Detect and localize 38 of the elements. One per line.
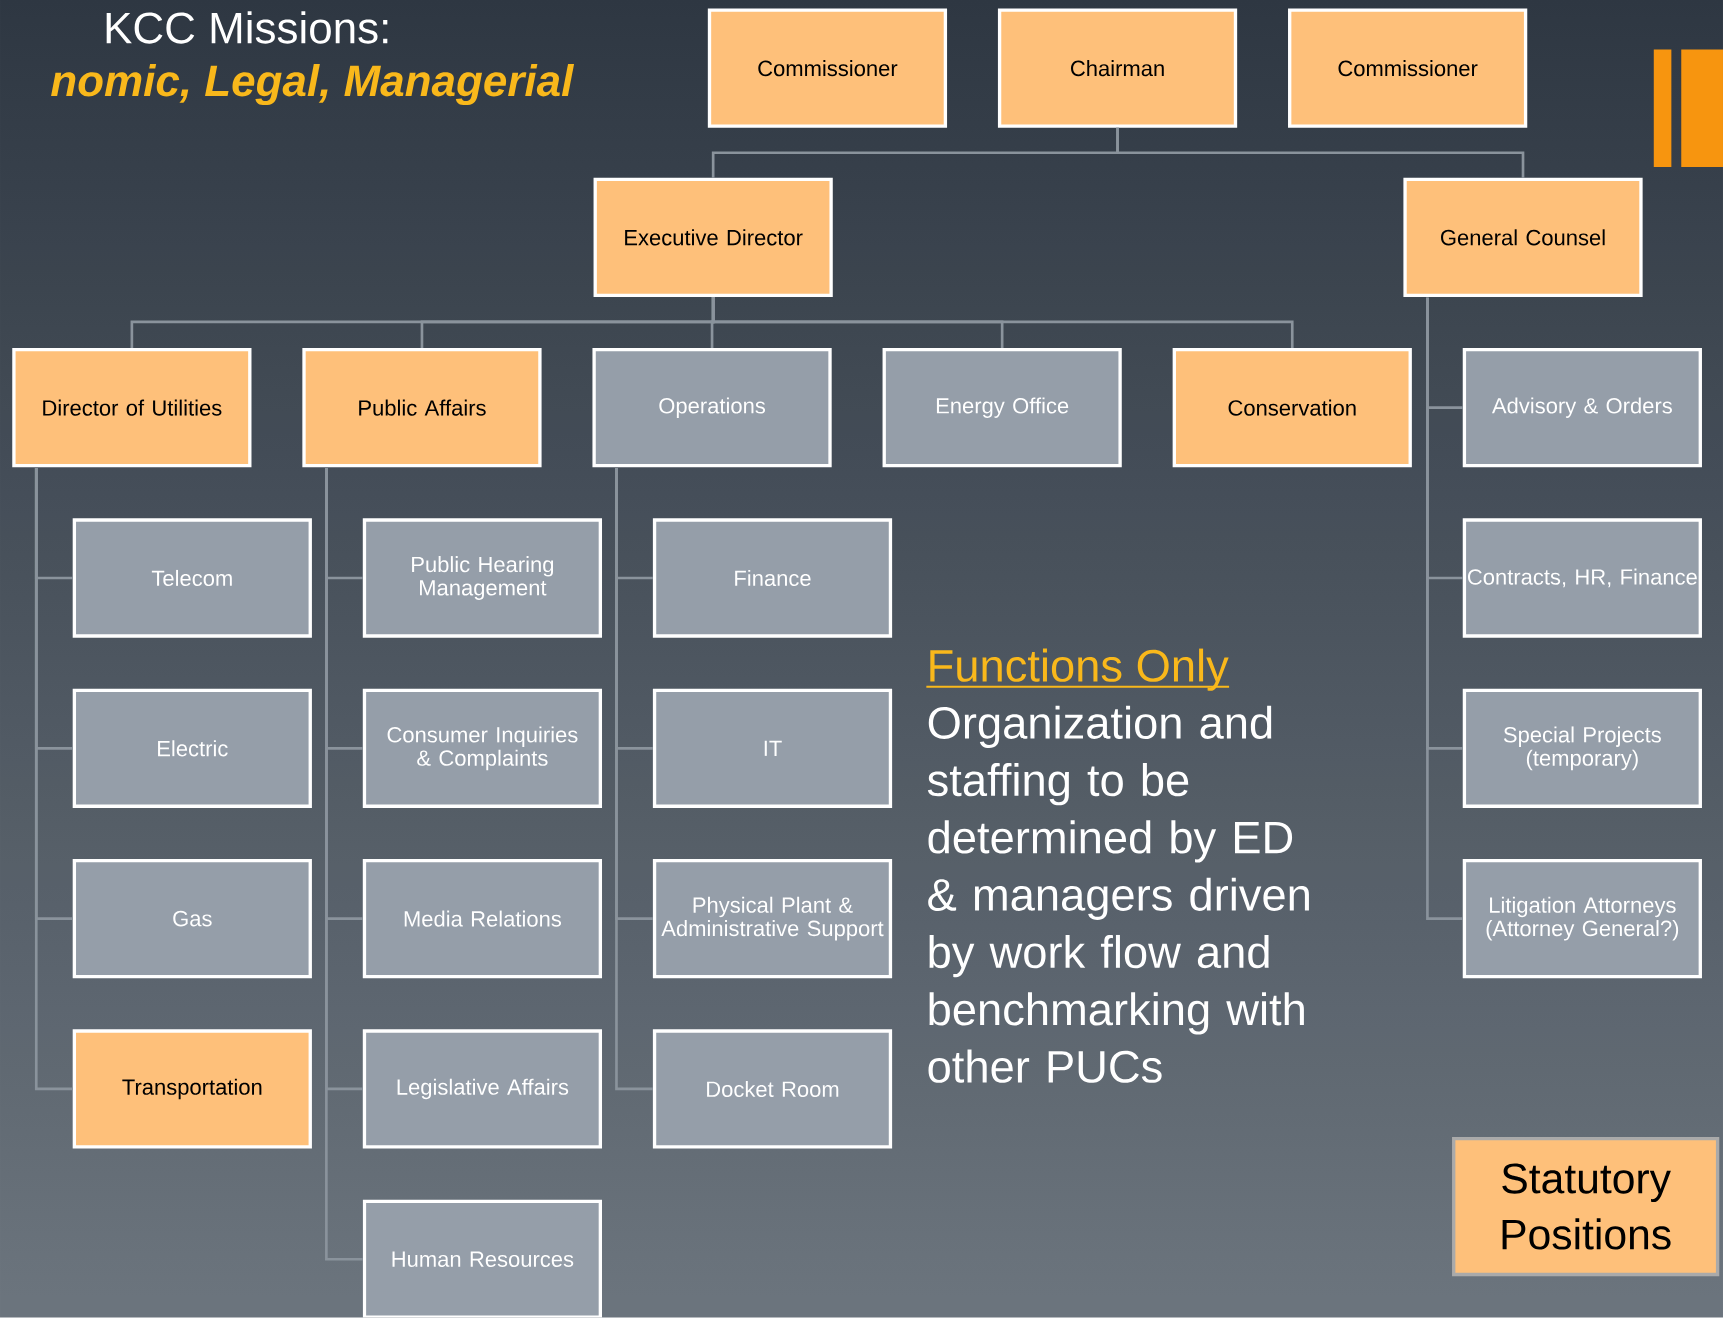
- org-box: Finance: [652, 518, 893, 638]
- org-box: Gas: [72, 859, 312, 979]
- org-box: Consumer Inquiries & Complaints: [362, 688, 603, 809]
- legend-box: Statutory Positions: [1452, 1137, 1720, 1277]
- org-box: Public Hearing Management: [362, 518, 603, 638]
- note-text: Organization and staffing to be determined by ED & managers driven by work flow and benchmarking with other PUCs: [927, 705, 1309, 1084]
- org-box: Media Relations: [362, 859, 603, 979]
- org-box: Energy Office: [882, 348, 1122, 468]
- connector-line: [1426, 298, 1463, 921]
- org-box: Director of Utilities: [12, 348, 252, 468]
- org-box: Commissioner: [1288, 8, 1528, 128]
- org-box: Advisory & Orders: [1462, 348, 1702, 468]
- org-box: General Counsel: [1403, 177, 1643, 298]
- org-box: Special Projects (temporary): [1462, 688, 1702, 809]
- org-box: Conservation: [1172, 348, 1412, 468]
- org-box: Docket Room: [652, 1029, 893, 1149]
- org-box: Operations: [592, 348, 832, 468]
- subtitle: nomic, Legal, Managerial: [51, 64, 575, 106]
- connector-line: [34, 468, 73, 1091]
- connector-line: [1116, 128, 1525, 178]
- org-box: Human Resources: [362, 1199, 603, 1318]
- connector-line: [711, 297, 1294, 349]
- title: KCC Missions:: [106, 11, 388, 44]
- org-box: Contracts, HR, Finance: [1462, 518, 1702, 638]
- org-box: Commissioner: [707, 8, 948, 128]
- org-box: Telecom: [72, 518, 312, 638]
- org-box: Executive Director: [593, 177, 833, 298]
- org-box: Chairman: [997, 8, 1238, 128]
- org-box: IT: [652, 688, 893, 809]
- connector-line: [615, 468, 653, 1091]
- org-box: Public Affairs: [302, 348, 542, 468]
- org-box: Electric: [72, 688, 312, 809]
- connector-line: [325, 468, 363, 1261]
- org-box: Transportation: [72, 1029, 312, 1149]
- org-box: Physical Plant & Administrative Support: [652, 859, 893, 979]
- org-box: Litigation Attorneys (Attorney General?): [1462, 859, 1702, 979]
- heading: Functions Only: [925, 648, 1231, 692]
- org-box: Legislative Affairs: [362, 1029, 603, 1149]
